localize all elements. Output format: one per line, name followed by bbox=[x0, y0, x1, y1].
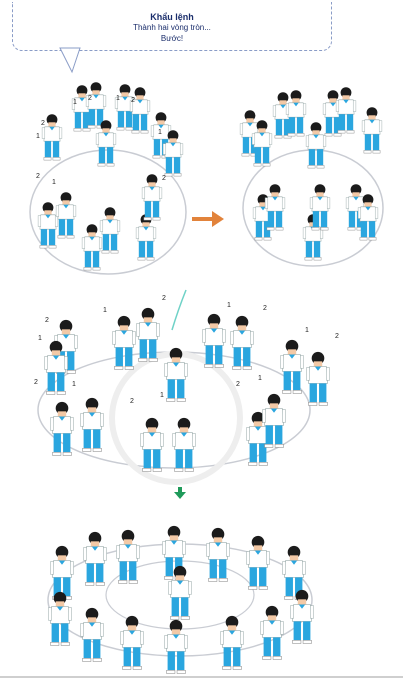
label-two: 2 bbox=[236, 381, 240, 388]
label-one: 1 bbox=[52, 179, 56, 186]
label-one: 1 bbox=[227, 302, 231, 309]
scene-middle: 1 2 2 1 1 2 1 2 2 1 2 1 2 1 bbox=[34, 290, 339, 482]
bubble-tail bbox=[60, 48, 80, 72]
students-group bbox=[240, 87, 382, 260]
label-two: 2 bbox=[41, 120, 45, 127]
label-one: 1 bbox=[258, 375, 262, 382]
label-one: 1 bbox=[305, 327, 309, 334]
transition-arrow bbox=[192, 211, 224, 227]
label-two: 2 bbox=[34, 379, 38, 386]
label-two: 2 bbox=[36, 173, 40, 180]
label-one: 1 bbox=[116, 95, 120, 102]
scene-bottom bbox=[48, 526, 314, 674]
label-one: 1 bbox=[36, 133, 40, 140]
label-one: 1 bbox=[103, 307, 107, 314]
label-two: 2 bbox=[45, 317, 49, 324]
label-one: 1 bbox=[73, 99, 77, 106]
label-two: 2 bbox=[162, 175, 166, 182]
label-two: 2 bbox=[335, 333, 339, 340]
students-group bbox=[44, 308, 329, 472]
scene-top-left: 1 2 1 2 2 1 1 2 1 2 bbox=[30, 82, 186, 274]
bottom-rule bbox=[0, 676, 403, 678]
students-group bbox=[48, 526, 313, 674]
down-arrow bbox=[174, 487, 186, 499]
label-one: 1 bbox=[72, 381, 76, 388]
label-two: 2 bbox=[162, 295, 166, 302]
path-curve bbox=[172, 290, 186, 330]
label-two: 2 bbox=[263, 305, 267, 312]
label-two: 2 bbox=[130, 398, 134, 405]
label-two: 2 bbox=[88, 95, 92, 102]
scene-top-right bbox=[240, 87, 383, 266]
label-two: 2 bbox=[131, 97, 135, 104]
label-one: 1 bbox=[160, 392, 164, 399]
label-one: 1 bbox=[38, 335, 42, 342]
label-one: 1 bbox=[158, 129, 162, 136]
